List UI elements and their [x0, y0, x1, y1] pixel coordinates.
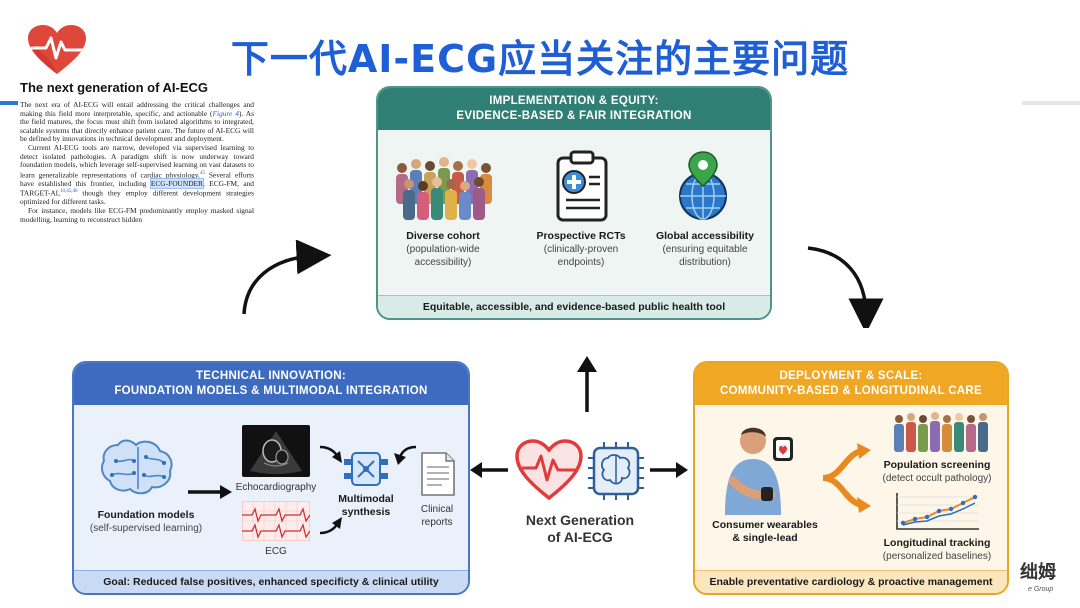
- accent-bar: [0, 101, 18, 105]
- clinical-reports-label: reports: [421, 517, 453, 528]
- multimodal-synthesis-label: Multimodal: [338, 493, 394, 505]
- panel-header: IMPLEMENTATION & EQUITY: EVIDENCE-BASED …: [378, 88, 770, 130]
- ecg-label: ECG: [265, 546, 287, 557]
- prospective-rcts-title: Prospective RCTs: [536, 230, 626, 242]
- technical-footer: Goal: Reduced false positives, enhanced …: [74, 570, 468, 593]
- arrow-icon: [319, 517, 342, 535]
- panel-header-line: EVIDENCE-BASED & FAIR INTEGRATION: [456, 110, 692, 122]
- highlighted-text: ECG-FOUNDER: [149, 177, 205, 189]
- ecg-strip-image: [242, 501, 310, 541]
- citation-link[interactable]: 10,45,46: [59, 189, 78, 195]
- foundation-models-title: Foundation models: [97, 509, 195, 521]
- ai-chip-icon: [588, 442, 644, 500]
- population-screening-sub: (detect occult pathology): [882, 473, 992, 484]
- panel-header: DEPLOYMENT & SCALE: COMMUNITY-BASED & LO…: [695, 363, 1007, 405]
- right-arrow-icon: [650, 462, 688, 478]
- divider-bar: [1022, 101, 1080, 105]
- panel-header-line: COMMUNITY-BASED & LONGITUDINAL CARE: [719, 385, 982, 397]
- paper-text: Current AI-ECG tools are narrow, develop…: [20, 142, 254, 180]
- echocardiography-image: [242, 425, 310, 477]
- global-accessibility-sub: distribution): [679, 257, 731, 268]
- up-arrow-icon: [577, 356, 597, 412]
- diverse-cohort-icon: [396, 157, 492, 220]
- clinical-report-icon: [421, 452, 455, 496]
- left-arrow-icon: [470, 462, 508, 478]
- panel-header-line: FOUNDATION MODELS & MULTIMODAL INTEGRATI…: [114, 385, 428, 397]
- heart-ecg-icon: [515, 439, 583, 501]
- longitudinal-tracking-sub: (personalized baselines): [882, 551, 992, 562]
- paper-text: Several efforts have established this fr…: [20, 170, 255, 188]
- wearable-user-icon: [725, 427, 793, 515]
- technical-innovation-panel: TECHNICAL INNOVATION: FOUNDATION MODELS …: [72, 361, 470, 595]
- diverse-cohort-sub: (population-wide: [406, 244, 480, 255]
- deployment-scale-panel: DEPLOYMENT & SCALE: COMMUNITY-BASED & LO…: [693, 361, 1009, 595]
- split-arrow-icon: [822, 443, 871, 513]
- globe-location-icon: [679, 151, 727, 220]
- brain-icon: [101, 439, 173, 495]
- implementation-equity-panel: IMPLEMENTATION & EQUITY: EVIDENCE-BASED …: [376, 86, 772, 320]
- echocardiography-label: Echocardiography: [235, 482, 317, 493]
- curved-arrow-icon: [242, 240, 332, 315]
- panel-header-line: DEPLOYMENT & SCALE:: [779, 370, 923, 382]
- citation-link[interactable]: 45: [199, 170, 205, 176]
- paper-text: For instance, models like ECG-FM predomi…: [20, 206, 254, 224]
- panel-header-line: IMPLEMENTATION & EQUITY:: [489, 95, 659, 107]
- longitudinal-tracking-title: Longitudinal tracking: [883, 537, 991, 549]
- global-accessibility-sub: (ensuring equitable: [662, 244, 748, 255]
- prospective-rcts-sub: (clinically-proven: [543, 244, 619, 255]
- paper-text: ). As the field matures, the focus must …: [20, 108, 255, 144]
- implementation-footer: Equitable, accessible, and evidence-base…: [378, 295, 770, 318]
- arrow-icon: [319, 445, 342, 463]
- paper-text: , ECG-FM, and TARGET-AI,: [20, 178, 254, 198]
- multimodal-synthesis-icon: [344, 452, 388, 486]
- panel-header-line: TECHNICAL INNOVATION:: [195, 370, 347, 382]
- watermark-subtext: e Group: [1028, 586, 1054, 593]
- multimodal-synthesis-label: synthesis: [341, 506, 391, 518]
- deployment-footer: Enable preventative cardiology & proacti…: [695, 570, 1007, 593]
- clipboard-medical-icon: [556, 150, 608, 222]
- paper-excerpt: The next generation of AI-ECG The next e…: [20, 80, 254, 224]
- prospective-rcts-sub: endpoints): [557, 257, 605, 268]
- arrow-icon: [394, 445, 417, 465]
- wearables-label: & single-lead: [732, 532, 798, 544]
- paper-body: The next era of AI-ECG will entail addre…: [20, 100, 255, 224]
- page-title: 下一代AI-ECG应当关注的主要问题: [230, 37, 850, 81]
- paper-text: The next era of AI-ECG will entail addre…: [20, 100, 254, 118]
- center-label: of AI-ECG: [547, 529, 613, 545]
- wearables-label: Consumer wearables: [712, 519, 818, 531]
- diverse-cohort-title: Diverse cohort: [406, 230, 480, 242]
- center-label: Next Generation: [525, 512, 635, 528]
- paper-text: though they employ different development…: [20, 188, 254, 207]
- heart-logo-icon: [28, 25, 86, 74]
- longitudinal-chart-icon: [896, 493, 979, 530]
- panel-header: TECHNICAL INNOVATION: FOUNDATION MODELS …: [74, 363, 468, 405]
- clinical-reports-label: Clinical: [420, 504, 454, 515]
- global-accessibility-title: Global accessibility: [655, 230, 755, 242]
- population-screening-title: Population screening: [883, 459, 991, 471]
- population-crowd-icon: [894, 412, 988, 452]
- watermark-logo: 绌姆: [1020, 562, 1056, 583]
- right-arrow-icon: [188, 485, 232, 499]
- curved-arrow-icon: [807, 246, 884, 328]
- foundation-models-sub: (self-supervised learning): [89, 523, 203, 534]
- diverse-cohort-sub: accessibility): [414, 257, 472, 268]
- figure-reference-link[interactable]: Figure 4: [212, 108, 239, 118]
- paper-heading: The next generation of AI-ECG: [20, 80, 209, 95]
